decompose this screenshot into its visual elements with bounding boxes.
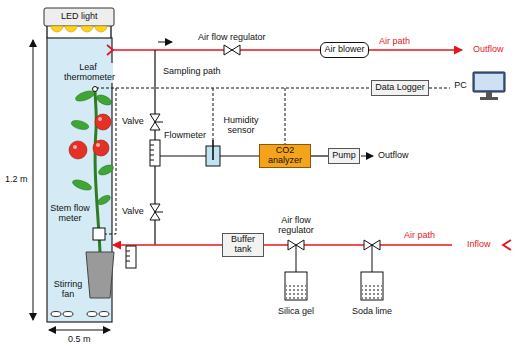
node-text: Air blower bbox=[324, 45, 364, 55]
part-label: Air path bbox=[404, 231, 435, 241]
part-label: Air flow regulator bbox=[271, 216, 321, 236]
air-blower-box: Air blower bbox=[320, 42, 369, 58]
part-label: Outflow bbox=[473, 45, 504, 55]
connector bbox=[311, 155, 328, 156]
pump-box: Pump bbox=[328, 148, 360, 164]
part-label: LED light bbox=[61, 12, 98, 22]
part-label: 1.2 m bbox=[5, 175, 28, 185]
node-text: Buffer tank bbox=[226, 235, 260, 255]
part-label: Air path bbox=[379, 37, 410, 47]
node-text: PC bbox=[454, 81, 467, 91]
part-label: 0.5 m bbox=[68, 335, 91, 345]
part-label: Valve bbox=[122, 207, 144, 217]
buffer-tank-box: Buffer tank bbox=[222, 233, 264, 257]
part-label: Humidity sensor bbox=[218, 116, 264, 136]
part-label: Stem flow meter bbox=[49, 204, 91, 224]
part-label: Silica gel bbox=[278, 307, 314, 317]
pc-icon: PC bbox=[450, 69, 511, 103]
part-label: Soda lime bbox=[352, 307, 392, 317]
part-label: Flowmeter bbox=[164, 131, 206, 141]
node-text: Data Logger bbox=[375, 83, 425, 93]
part-label: Inflow bbox=[467, 240, 491, 250]
part-label: Stirring fan bbox=[48, 280, 88, 300]
part-label: Leaf thermometer bbox=[63, 63, 113, 83]
part-label: Sampling path bbox=[163, 67, 221, 77]
monitor-icon bbox=[471, 70, 507, 102]
part-label: Outflow bbox=[378, 151, 409, 161]
connector bbox=[429, 87, 450, 88]
node-text: Pump bbox=[332, 151, 356, 161]
analyzer-box: CO2 analyzer bbox=[259, 144, 311, 168]
data-logger-box: Data Logger bbox=[371, 80, 429, 96]
part-label: Air flow regulator bbox=[198, 33, 266, 43]
node-text: CO2 analyzer bbox=[264, 146, 306, 166]
part-label: Valve bbox=[122, 117, 144, 127]
